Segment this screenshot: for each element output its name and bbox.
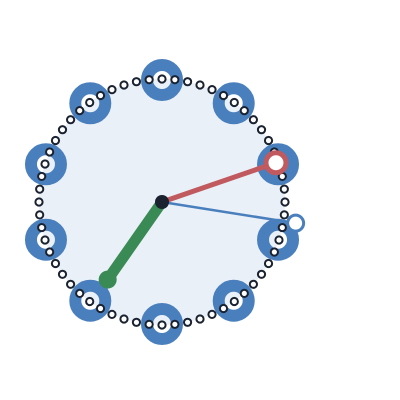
rim-bead bbox=[57, 125, 68, 135]
rim-bead bbox=[45, 247, 55, 257]
rim-bead bbox=[57, 269, 68, 279]
rim-bead bbox=[50, 258, 61, 269]
rim-bead bbox=[65, 279, 76, 289]
hour-marker-ring bbox=[69, 82, 112, 125]
rim-bead bbox=[144, 75, 154, 85]
rim-bead bbox=[182, 317, 193, 327]
rim-bead bbox=[95, 303, 106, 314]
hand-blue-shaft bbox=[160, 200, 297, 225]
hand-green-shaft bbox=[102, 196, 168, 286]
rim-bead bbox=[248, 115, 259, 125]
rim-bead bbox=[119, 314, 129, 324]
rim-bead bbox=[40, 159, 50, 169]
rim-bead bbox=[239, 288, 249, 299]
rim-bead bbox=[131, 77, 142, 87]
rim-bead bbox=[75, 105, 85, 116]
rim-bead bbox=[45, 147, 55, 157]
rim-bead bbox=[107, 309, 117, 319]
hour-marker-ring bbox=[69, 279, 112, 322]
hub-dot bbox=[155, 195, 169, 209]
rim-bead bbox=[85, 97, 95, 108]
rim-bead bbox=[274, 235, 284, 245]
rim-bead bbox=[170, 319, 180, 329]
rim-bead bbox=[207, 85, 217, 95]
rim-bead bbox=[157, 74, 167, 84]
bead-ring bbox=[34, 74, 290, 330]
rim-bead bbox=[277, 222, 287, 233]
clock-hub bbox=[155, 195, 169, 209]
rim-bead bbox=[119, 80, 129, 90]
rim-bead bbox=[269, 247, 279, 257]
rim-bead bbox=[85, 296, 95, 307]
rim-bead bbox=[107, 85, 117, 95]
rim-bead bbox=[35, 184, 45, 194]
rim-bead bbox=[207, 309, 217, 319]
hour-marker-ring bbox=[212, 279, 255, 322]
rim-bead bbox=[182, 77, 193, 87]
rim-bead bbox=[256, 269, 267, 279]
rim-bead bbox=[37, 171, 47, 182]
rim-bead bbox=[195, 314, 205, 324]
rim-bead bbox=[34, 197, 44, 207]
rim-bead bbox=[279, 210, 289, 220]
rim-bead bbox=[50, 135, 61, 146]
rim-bead bbox=[248, 279, 259, 289]
rim-bead bbox=[144, 319, 154, 329]
rim-bead bbox=[239, 105, 249, 116]
rim-bead bbox=[218, 90, 229, 101]
hand-green-tip-dot bbox=[98, 270, 117, 289]
rim-bead bbox=[37, 222, 47, 233]
rim-bead bbox=[35, 210, 45, 220]
rim-bead bbox=[279, 184, 289, 194]
rim-bead bbox=[195, 80, 205, 90]
rim-bead bbox=[229, 296, 239, 307]
hour-marker-ring bbox=[212, 82, 255, 125]
rim-bead bbox=[256, 125, 267, 135]
rim-bead bbox=[280, 197, 290, 207]
rim-bead bbox=[170, 75, 180, 85]
clock-hands bbox=[98, 150, 306, 289]
rim-bead bbox=[157, 320, 167, 330]
rim-bead bbox=[40, 235, 50, 245]
rim-bead bbox=[95, 90, 106, 101]
rim-bead bbox=[75, 288, 85, 299]
rim-bead bbox=[65, 115, 76, 125]
rim-bead bbox=[263, 135, 274, 146]
hand-red-tip-ring bbox=[263, 150, 289, 176]
hand-blue-tip-ring bbox=[286, 213, 306, 233]
rim-bead bbox=[131, 317, 142, 327]
hand-red-shaft bbox=[159, 160, 279, 205]
rim-bead bbox=[229, 97, 239, 108]
rim-bead bbox=[218, 303, 229, 314]
rim-bead bbox=[263, 258, 274, 269]
